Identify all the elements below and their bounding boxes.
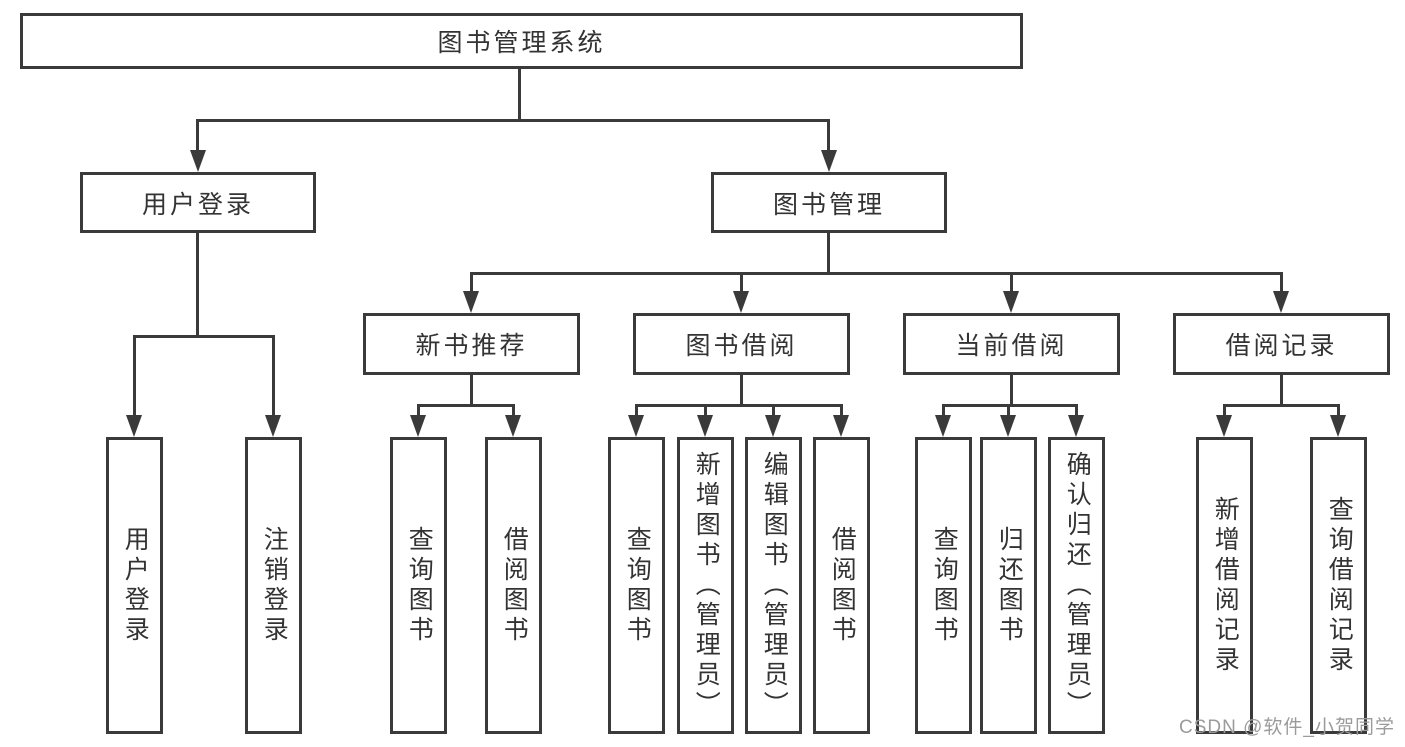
- node-query-books-recommend-label: 查询图书: [405, 525, 434, 646]
- connector-line: [470, 272, 1283, 275]
- node-return-books-label: 归还图书: [995, 525, 1024, 646]
- node-query-books-current: 查询图书: [915, 437, 972, 734]
- node-confirm-return-admin-label: 确认归还（管理员）: [1063, 450, 1092, 721]
- connector-line: [518, 68, 521, 121]
- connector-line: [1337, 404, 1340, 417]
- arrowhead-icon: [1000, 415, 1016, 437]
- node-library-system: 图书管理系统: [20, 13, 1023, 69]
- connector-line: [470, 272, 473, 293]
- node-user-login: 用户登录: [80, 172, 316, 233]
- arrowhead-icon: [697, 415, 713, 437]
- arrowhead-icon: [935, 415, 951, 437]
- arrowhead-icon: [1068, 415, 1084, 437]
- watermark: CSDN @软件_小贺同学: [1179, 717, 1395, 738]
- node-user-login-label: 用户登录: [141, 190, 254, 219]
- node-add-borrow-record: 新增借阅记录: [1196, 437, 1253, 734]
- connector-line: [635, 404, 638, 417]
- connector-line: [196, 233, 199, 337]
- connector-line: [740, 272, 743, 293]
- arrowhead-icon: [833, 415, 849, 437]
- node-current-borrow: 当前借阅: [903, 313, 1120, 375]
- node-book-management-label: 图书管理: [772, 190, 885, 219]
- arrowhead-icon: [410, 415, 426, 437]
- arrowhead-icon: [505, 415, 521, 437]
- connector-line: [133, 335, 136, 417]
- connector-line: [512, 404, 515, 417]
- node-query-books-borrow: 查询图书: [608, 437, 665, 734]
- node-query-books-recommend: 查询图书: [390, 437, 447, 734]
- connector-line: [272, 335, 275, 417]
- connector-line: [942, 404, 945, 417]
- node-borrow-records: 借阅记录: [1173, 313, 1390, 375]
- connector-line: [772, 404, 775, 417]
- node-new-book-recommend: 新书推荐: [363, 313, 580, 375]
- connector-line: [827, 119, 830, 152]
- node-query-borrow-record-label: 查询借阅记录: [1325, 495, 1354, 676]
- node-logout-action: 注销登录: [245, 437, 302, 734]
- node-add-book-admin: 新增图书（管理员）: [677, 437, 734, 734]
- node-borrow-books-action-label: 借阅图书: [828, 525, 857, 646]
- arrowhead-icon: [821, 150, 837, 172]
- node-user-login-action-label: 用户登录: [121, 525, 150, 646]
- arrowhead-icon: [1003, 291, 1019, 313]
- connector-line: [1075, 404, 1078, 417]
- node-borrow-books-action: 借阅图书: [813, 437, 870, 734]
- connector-line: [635, 404, 843, 407]
- arrowhead-icon: [733, 291, 749, 313]
- connector-line: [417, 404, 420, 417]
- connector-line: [704, 404, 707, 417]
- node-borrow-records-label: 借阅记录: [1225, 332, 1338, 360]
- connector-line: [942, 404, 1078, 407]
- node-borrow-books-recommend: 借阅图书: [485, 437, 542, 734]
- node-library-system-label: 图书管理系统: [437, 29, 606, 57]
- connector-line: [1223, 404, 1340, 407]
- arrowhead-icon: [1273, 291, 1289, 313]
- node-query-books-borrow-label: 查询图书: [623, 525, 652, 646]
- node-query-books-current-label: 查询图书: [930, 525, 959, 646]
- arrowhead-icon: [126, 415, 142, 437]
- arrowhead-icon: [1216, 415, 1232, 437]
- node-book-management: 图书管理: [711, 172, 947, 233]
- connector-line: [840, 404, 843, 417]
- connector-line: [1010, 375, 1013, 406]
- node-logout-action-label: 注销登录: [260, 525, 289, 646]
- node-user-login-action: 用户登录: [106, 437, 163, 734]
- arrowhead-icon: [1330, 415, 1346, 437]
- node-confirm-return-admin: 确认归还（管理员）: [1048, 437, 1105, 734]
- connector-line: [1223, 404, 1226, 417]
- arrowhead-icon: [765, 415, 781, 437]
- connector-line: [1280, 375, 1283, 406]
- node-add-borrow-record-label: 新增借阅记录: [1211, 495, 1240, 676]
- node-edit-book-admin-label: 编辑图书（管理员）: [760, 450, 789, 721]
- node-current-borrow-label: 当前借阅: [955, 332, 1068, 360]
- connector-line: [1010, 272, 1013, 293]
- connector-line: [133, 335, 275, 338]
- node-add-book-admin-label: 新增图书（管理员）: [692, 450, 721, 721]
- arrowhead-icon: [463, 291, 479, 313]
- connector-line: [1280, 272, 1283, 293]
- connector-line: [196, 119, 199, 152]
- arrowhead-icon: [265, 415, 281, 437]
- node-new-book-recommend-label: 新书推荐: [415, 332, 528, 360]
- node-book-borrow: 图书借阅: [633, 313, 850, 375]
- connector-line: [196, 119, 830, 122]
- node-query-borrow-record: 查询借阅记录: [1310, 437, 1367, 734]
- node-edit-book-admin: 编辑图书（管理员）: [745, 437, 802, 734]
- arrowhead-icon: [628, 415, 644, 437]
- connector-line: [740, 375, 743, 406]
- connector-line: [470, 375, 473, 406]
- node-book-borrow-label: 图书借阅: [685, 332, 798, 360]
- node-borrow-books-recommend-label: 借阅图书: [500, 525, 529, 646]
- node-return-books: 归还图书: [980, 437, 1037, 734]
- connector-line: [1007, 404, 1010, 417]
- connector-line: [417, 404, 515, 407]
- connector-line: [827, 233, 830, 274]
- arrowhead-icon: [190, 150, 206, 172]
